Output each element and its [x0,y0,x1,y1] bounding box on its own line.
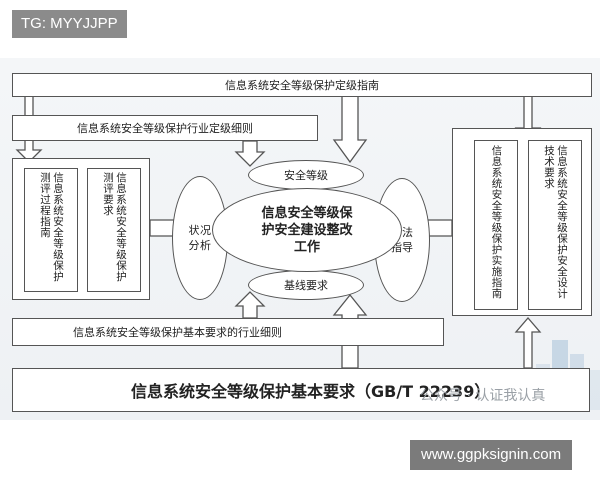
industry-basic-box: 信息系统安全等级保护基本要求的行业细则 [12,318,444,346]
left-col-1-label: 信息系统安全等级保护测评过程指南 [39,172,64,282]
url-badge: www.ggpksignin.com [410,440,573,470]
bottom-ellipse-label: 基线要求 [284,279,328,292]
left-col-2: 信息系统安全等级保护测评要求 [87,168,141,292]
industry-grading-label: 信息系统安全等级保护行业定级细则 [77,122,253,135]
left-ellipse-label: 状况分析 [188,224,212,252]
top-ellipse-label: 安全等级 [284,169,328,182]
gbt-box: 信息系统安全等级保护基本要求（GB/T 22239） [12,368,590,412]
center-ellipse: 信息安全等级保护安全建设整改工作 [212,188,402,272]
right-col-1: 信息系统安全等级保护实施指南 [474,140,518,310]
left-col-2-label: 信息系统安全等级保护测评要求 [102,172,127,282]
bottom-ellipse: 基线要求 [248,270,364,300]
top-guide-label: 信息系统安全等级保护定级指南 [225,79,379,92]
top-ellipse: 安全等级 [248,160,364,190]
right-col-1-label: 信息系统安全等级保护实施指南 [490,145,503,299]
industry-grading-box: 信息系统安全等级保护行业定级细则 [12,115,318,141]
tg-badge: TG: MYYJJPP [12,10,127,38]
industry-basic-label: 信息系统安全等级保护基本要求的行业细则 [73,326,282,339]
right-col-2-label: 信息系统安全等级保护安全设计技术要求 [543,145,568,299]
center-title: 信息安全等级保护安全建设整改工作 [261,205,353,255]
left-col-1: 信息系统安全等级保护测评过程指南 [24,168,78,292]
top-guide-box: 信息系统安全等级保护定级指南 [12,73,592,97]
gbt-label: 信息系统安全等级保护基本要求（GB/T 22239） [131,382,491,401]
right-col-2: 信息系统安全等级保护安全设计技术要求 [528,140,582,310]
watermark: 公众号 · 认证我认真 [420,388,546,404]
